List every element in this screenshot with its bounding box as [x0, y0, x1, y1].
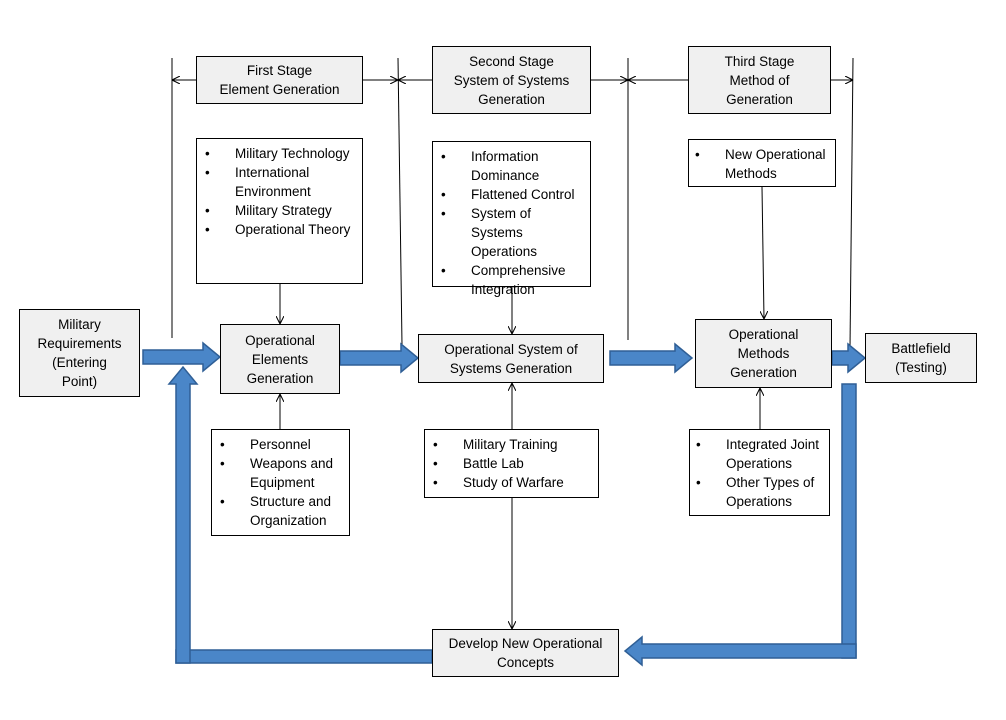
list-item: Operational Theory: [205, 220, 356, 239]
factor-box-third-top: New Operational Methods: [688, 139, 836, 187]
list-item: Weapons and Equipment: [220, 454, 345, 492]
stage-timeline: [171, 57, 854, 349]
flow-arrow-system-to-methods: [609, 342, 694, 374]
factor-box-first-bottom: Personnel Weapons and Equipment Structur…: [211, 429, 350, 536]
flow-feedback-down-battlefield: [841, 383, 857, 659]
factor-box-third-bottom: Integrated Joint Operations Other Types …: [689, 429, 830, 516]
list-item: System of Systems Operations: [441, 204, 586, 261]
node-develop-new-operational-concepts: Develop New Operational Concepts: [432, 629, 619, 677]
flow-arrow-elements-to-system: [339, 342, 420, 374]
node-line: Point): [61, 374, 98, 389]
list-item: Personnel: [220, 435, 345, 454]
node-line: (Testing): [895, 360, 947, 375]
list-item: Comprehensive Integration: [441, 261, 586, 299]
stage-header-line: Element Generation: [219, 82, 340, 97]
list-item: Military Training: [433, 435, 594, 454]
list-item: Other Types of Operations: [696, 473, 825, 511]
node-line: Requirements: [37, 336, 122, 351]
node-line: Develop New Operational: [448, 636, 603, 651]
stage-header-line: System of Systems: [453, 72, 570, 88]
node-line: Elements: [251, 351, 309, 367]
stage-header-second: Second Stage System of Systems Generatio…: [432, 46, 591, 114]
node-military-requirements: Military Requirements (Entering Point): [19, 309, 140, 397]
stage-header-first: First Stage Element Generation: [196, 56, 363, 104]
node-line: (Entering: [52, 355, 107, 370]
list-item: Integrated Joint Operations: [696, 435, 825, 473]
list-item: New Operational Methods: [695, 145, 831, 183]
node-line: Battlefield: [891, 341, 951, 356]
list-item: International Environment: [205, 163, 356, 201]
flow-arrow-requirements-to-elements: [142, 341, 222, 373]
stage-header-line: Second Stage: [469, 53, 554, 69]
stage-header-third: Third Stage Method of Generation: [688, 46, 831, 114]
list-item: Military Strategy: [205, 201, 356, 220]
node-line: Operational System of: [444, 341, 578, 357]
list-item: Study of Warfare: [433, 473, 594, 492]
node-line: Operational: [245, 332, 315, 348]
stage-divider-1: [397, 57, 403, 346]
stage-header-line: Generation: [478, 91, 545, 107]
node-line: Methods: [737, 346, 790, 361]
flow-feedback-up-to-elements: [167, 365, 199, 664]
node-battlefield-testing: Battlefield (Testing): [865, 333, 977, 383]
list-item: Structure and Organization: [220, 492, 345, 530]
stage-header-line: Method of: [729, 72, 790, 88]
stage-header-line: Third Stage: [724, 53, 795, 69]
flow-feedback-to-concepts: [623, 635, 857, 667]
node-operational-elements-generation: Operational Elements Generation: [220, 324, 340, 394]
list-item: Flattened Control: [441, 185, 586, 204]
node-line: Operational: [728, 327, 799, 342]
node-operational-system-generation: Operational System of Systems Generation: [418, 334, 604, 383]
flow-feedback-from-concepts: [175, 649, 433, 664]
node-line: Military: [58, 317, 101, 332]
list-item: Military Technology: [205, 144, 356, 163]
flow-arrow-methods-to-battlefield: [831, 342, 867, 374]
node-line: Generation: [246, 370, 314, 386]
node-line: Generation: [730, 365, 797, 380]
factor-box-second-top: Information Dominance Flattened Control …: [432, 141, 591, 297]
factor-box-first-top: Military Technology International Enviro…: [196, 138, 363, 284]
connector-arrow: [762, 186, 764, 319]
stage-divider-end: [849, 57, 854, 349]
stage-header-line: Generation: [726, 91, 793, 107]
node-line: Systems Generation: [449, 360, 573, 376]
node-line: Concepts: [496, 655, 555, 670]
list-item: Battle Lab: [433, 454, 594, 473]
list-item: Information Dominance: [441, 147, 586, 185]
node-operational-methods-generation: Operational Methods Generation: [695, 319, 832, 388]
factor-box-second-bottom: Military Training Battle Lab Study of Wa…: [424, 429, 599, 498]
stage-header-line: First Stage: [246, 63, 313, 78]
